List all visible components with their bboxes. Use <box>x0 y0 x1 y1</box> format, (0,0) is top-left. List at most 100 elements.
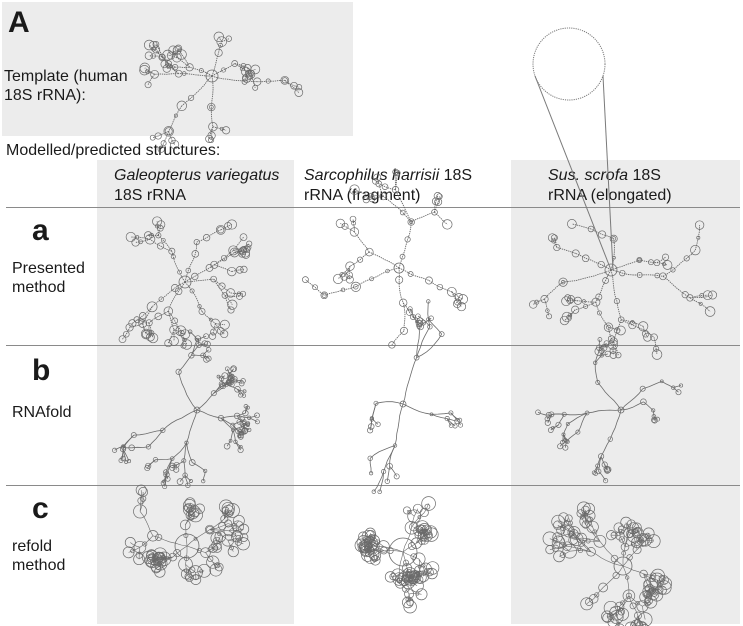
helix-stem <box>178 73 212 77</box>
internal-loop <box>160 237 166 243</box>
hairpin-loop <box>227 306 235 314</box>
internal-loop <box>610 531 618 539</box>
row-label-line2: method <box>12 279 66 296</box>
hairpin-loop <box>659 575 669 585</box>
helix-stem <box>167 311 175 330</box>
internal-loop <box>208 104 214 110</box>
hairpin-loop <box>561 311 573 323</box>
hairpin-loop <box>239 233 248 242</box>
hairpin-loop <box>230 366 237 373</box>
helix-stem <box>600 438 611 457</box>
hairpin-loop <box>302 276 309 283</box>
helix-stem <box>622 565 644 575</box>
internal-loop <box>401 575 409 583</box>
hairpin-loop <box>632 545 642 555</box>
hairpin-loop <box>241 250 250 259</box>
hairpin-loop <box>213 31 224 42</box>
internal-loop <box>381 183 389 190</box>
template-label: Template (human 18S rRNA): <box>4 67 128 105</box>
helix-stem <box>144 67 155 75</box>
hairpin-loop <box>254 412 260 419</box>
helix-stem <box>220 417 234 431</box>
hairpin-loop <box>424 525 438 539</box>
hairpin-loop <box>146 301 158 313</box>
helix-stem <box>643 573 650 589</box>
internal-loop <box>653 345 660 352</box>
helix-stem <box>673 385 682 389</box>
helix-stem <box>146 459 156 469</box>
hairpin-loop <box>535 409 541 416</box>
helix-stem <box>209 529 228 541</box>
internal-loop <box>210 328 217 336</box>
hairpin-loop <box>210 318 221 329</box>
hairpin-loop <box>446 286 457 297</box>
hairpin-loop <box>565 421 570 426</box>
internal-loop <box>177 269 182 275</box>
internal-loop <box>629 602 637 610</box>
hairpin-loop <box>581 505 590 515</box>
helix-stem <box>235 380 242 384</box>
helix-stem <box>371 403 377 420</box>
hairpin-loop <box>198 307 206 315</box>
helix-stem <box>180 330 184 346</box>
internal-loop <box>421 563 426 568</box>
helix-stem <box>612 613 617 623</box>
row-label-line1: Presented <box>12 260 85 277</box>
hairpin-loop <box>188 479 193 483</box>
hairpin-loop <box>403 600 417 614</box>
helix-stem <box>168 105 183 132</box>
hairpin-loop <box>540 295 549 304</box>
helix-stem <box>139 492 144 512</box>
row-separator-b <box>6 485 740 486</box>
internal-loop <box>610 554 619 563</box>
internal-loop <box>602 277 609 284</box>
helix-stem <box>247 67 250 77</box>
internal-loop <box>613 298 620 305</box>
helix-stem <box>340 223 355 233</box>
helix-stem <box>565 441 567 448</box>
internal-loop <box>139 495 147 502</box>
helix-stem <box>249 417 258 423</box>
hairpin-loop <box>173 466 180 473</box>
helix-stem <box>226 368 230 375</box>
internal-loop <box>636 272 643 278</box>
helix-stem <box>568 518 575 533</box>
helix-stem <box>231 268 244 273</box>
hairpin-loop <box>567 526 581 540</box>
internal-loop <box>455 293 463 302</box>
hairpin-loop <box>392 572 406 586</box>
hairpin-loop <box>170 139 180 150</box>
internal-loop <box>218 282 226 290</box>
hairpin-loop <box>224 519 233 528</box>
hairpin-loop <box>236 419 243 425</box>
helix-stem <box>180 330 188 345</box>
internal-loop <box>265 78 271 84</box>
hairpin-loop <box>140 328 152 340</box>
helix-stem <box>212 126 227 131</box>
helix-stem <box>367 540 375 546</box>
internal-loop <box>649 572 657 579</box>
internal-loop <box>598 230 607 239</box>
internal-loop <box>213 545 219 551</box>
helix-stem <box>176 57 190 68</box>
hairpin-loop <box>208 332 217 340</box>
helix-stem <box>648 585 651 592</box>
internal-loop <box>407 271 414 277</box>
hairpin-loop <box>247 415 252 420</box>
helix-stem <box>560 530 568 547</box>
row-letter-a: a <box>32 214 49 247</box>
hairpin-loop <box>584 410 590 416</box>
hairpin-loop <box>369 471 374 476</box>
internal-loop <box>567 295 575 303</box>
hairpin-loop <box>147 332 159 344</box>
column-title-galeopterus: Galeopterus variegatus 18S rRNA <box>114 166 279 206</box>
helix-stem <box>402 403 432 415</box>
hairpin-loop <box>241 430 246 435</box>
internal-loop <box>407 542 416 551</box>
hairpin-loop <box>675 389 682 396</box>
hairpin-loop <box>646 534 661 548</box>
hairpin-loop <box>118 458 124 463</box>
helix-stem <box>612 341 615 356</box>
helix-stem <box>563 434 566 441</box>
hairpin-loop <box>162 49 174 61</box>
